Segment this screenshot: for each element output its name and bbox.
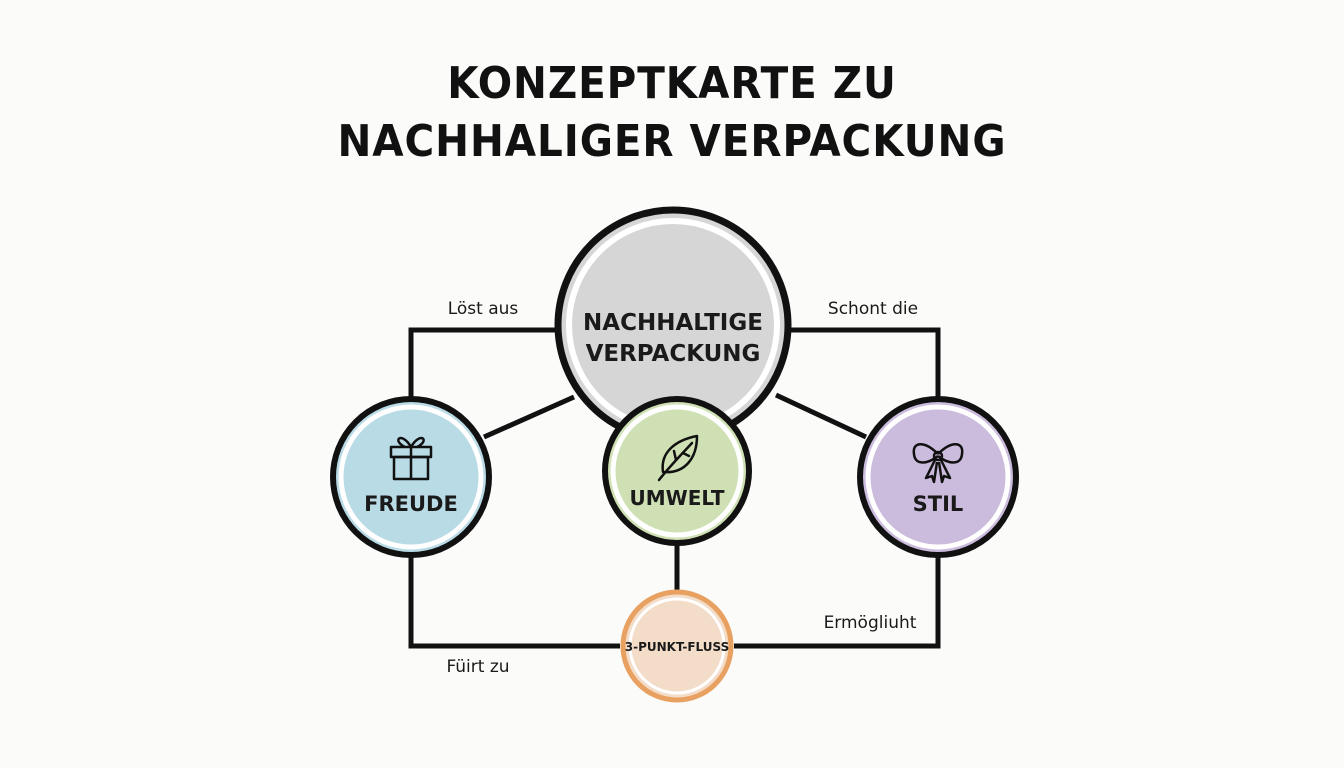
- node-umwelt-label: UMWELT: [630, 486, 725, 510]
- node-flow-circle: [620, 589, 734, 703]
- edge-label-loest-aus: Löst aus: [448, 299, 519, 319]
- bow-icon: [912, 443, 964, 484]
- node-3-punkt-fluss[interactable]: 3-PUNKT-FLUSS: [620, 589, 734, 703]
- connectors: [408, 327, 941, 649]
- node-umwelt-inner-ring: [610, 404, 744, 538]
- connector-freude-to-flow: [408, 556, 620, 649]
- edge-label-schont-die: Schont die: [828, 299, 918, 319]
- node-center-label-line-1: NACHHALTIGE: [583, 310, 763, 336]
- leaf-icon: [657, 434, 699, 482]
- node-flow-inner-ring: [628, 597, 726, 695]
- node-freude-inner-ring: [338, 404, 484, 550]
- node-nachhaltige-verpackung[interactable]: NACHHALTIGE VERPACKUNG: [554, 206, 792, 444]
- node-freude-label: FREUDE: [364, 492, 458, 516]
- node-freude[interactable]: FREUDE: [330, 396, 492, 558]
- title-line-2: NACHHALIGER VERPACKUNG: [337, 116, 1007, 167]
- node-center-label-line-2: VERPACKUNG: [586, 341, 761, 367]
- node-umwelt[interactable]: UMWELT: [602, 396, 752, 546]
- node-stil-circle: [857, 396, 1019, 558]
- edge-label-ermoeglicht: Ermögliuht: [824, 613, 917, 633]
- connector-stil-to-flow: [734, 556, 941, 649]
- edge-label-fuehrt-zu: Füirt zu: [446, 657, 509, 677]
- connector-center-diagonal-freude: [482, 394, 576, 440]
- connector-center-to-stil: [788, 327, 941, 398]
- gift-icon: [389, 436, 433, 481]
- connector-center-diagonal-stil: [774, 392, 868, 440]
- node-flow-label: 3-PUNKT-FLUSS: [625, 640, 730, 654]
- connector-center-to-freude: [408, 327, 560, 398]
- node-stil-inner-ring: [865, 404, 1011, 550]
- title-line-1: KONZEPTKARTE ZU: [447, 58, 897, 109]
- node-stil[interactable]: STIL: [857, 396, 1019, 558]
- node-stil-label: STIL: [913, 492, 964, 516]
